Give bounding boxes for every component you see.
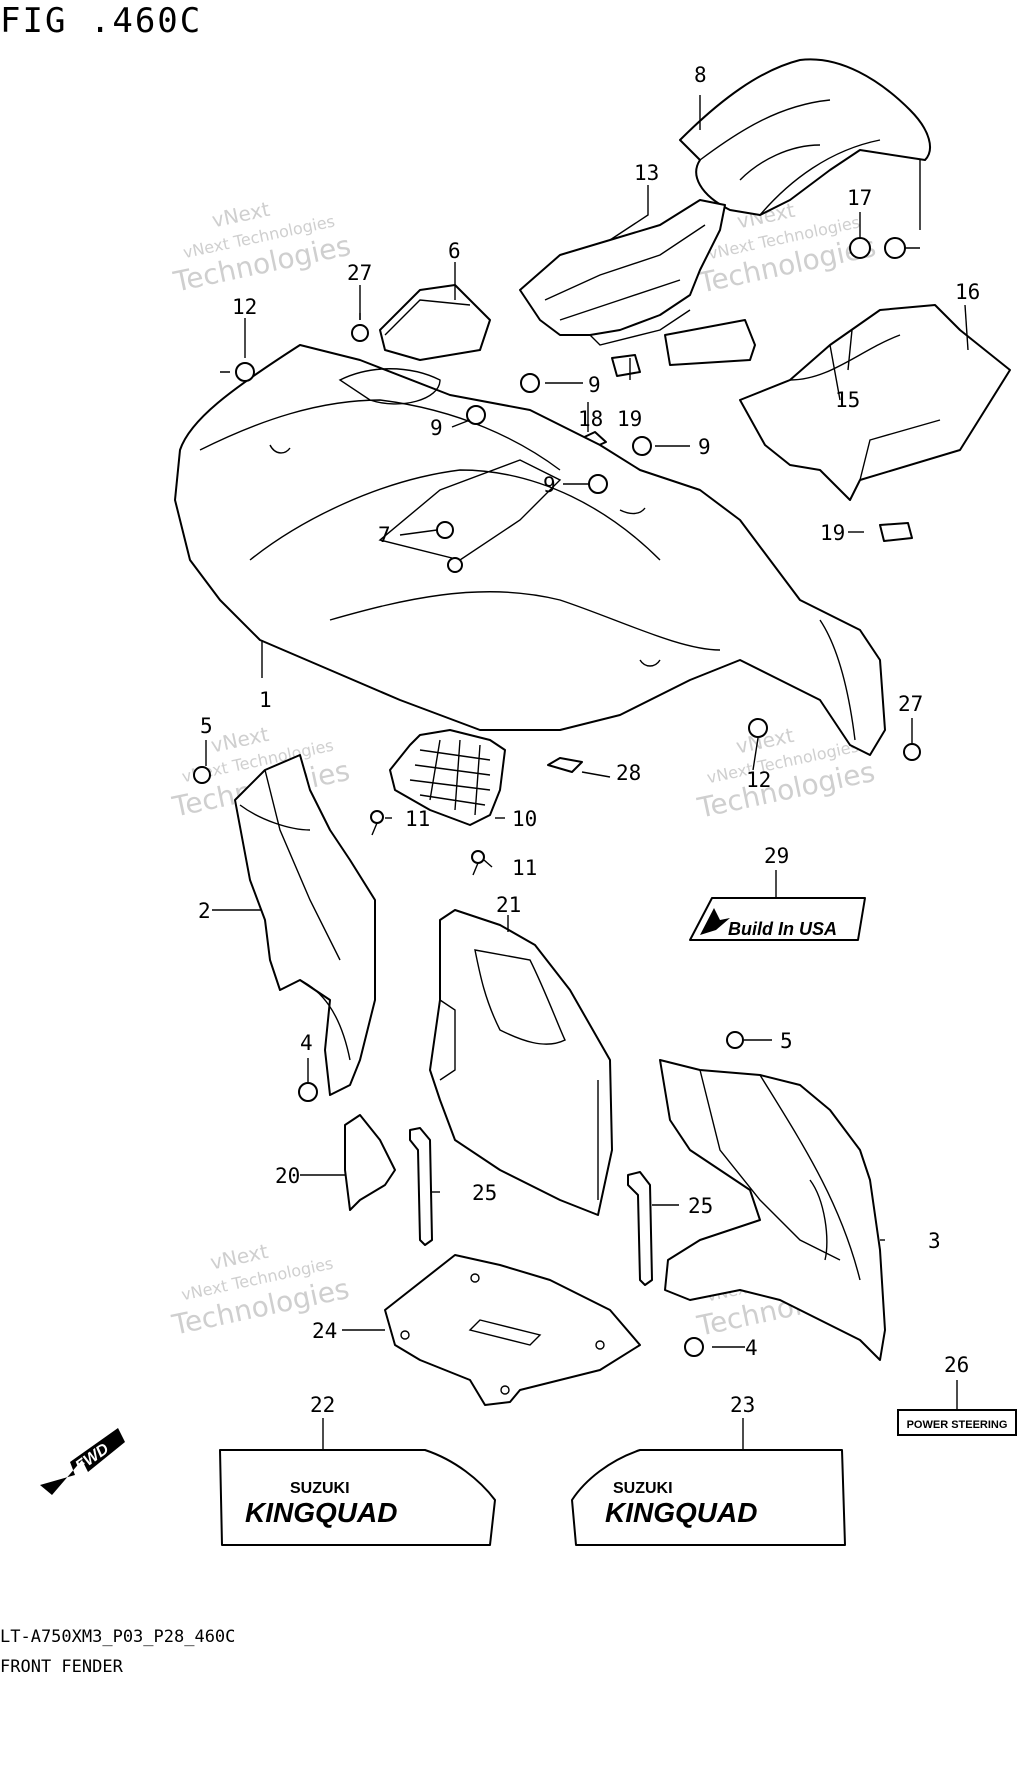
callout-27-right: 27 — [898, 692, 923, 716]
callout-12-right: 12 — [746, 768, 771, 792]
model-logo-text-b: KINGQUAD — [605, 1497, 757, 1528]
callout-5-left: 5 — [200, 714, 213, 738]
callout-11-b: 11 — [512, 856, 537, 880]
callout-9-a: 9 — [588, 373, 601, 397]
part-11-screw-b[interactable] — [471, 850, 485, 876]
callout-3: 3 — [928, 1229, 941, 1253]
part-11-screw-a[interactable] — [370, 810, 384, 836]
part-23-decal-kingquad[interactable]: SUZUKI KINGQUAD — [571, 1449, 846, 1546]
part-21-mud-flap[interactable] — [429, 909, 613, 1216]
part-1-front-fender[interactable] — [174, 344, 886, 756]
callout-28: 28 — [616, 761, 641, 785]
brand-text-b: SUZUKI — [613, 1480, 673, 1497]
fwd-arrow-icon: FWD — [40, 1428, 125, 1495]
callout-1: 1 — [259, 688, 272, 712]
part-5-clip-right[interactable] — [726, 1031, 744, 1049]
part-2-inner-fender[interactable] — [234, 754, 376, 1096]
part-9-bolt-d[interactable] — [588, 474, 608, 494]
part-25-tie-b[interactable] — [627, 1171, 653, 1286]
callout-20: 20 — [275, 1164, 300, 1188]
callout-5-right: 5 — [780, 1029, 793, 1053]
part-25-tie-a[interactable] — [409, 1127, 433, 1246]
callout-17: 17 — [847, 186, 872, 210]
part-20-bracket[interactable] — [344, 1114, 396, 1211]
callout-4-right: 4 — [745, 1336, 758, 1360]
part-4-bolt-right[interactable] — [684, 1337, 704, 1357]
part-24-plate[interactable] — [384, 1254, 641, 1406]
part-8-top-cover[interactable] — [679, 58, 931, 216]
callout-4-left: 4 — [300, 1031, 313, 1055]
callout-15: 15 — [835, 388, 860, 412]
part-12-bolt-top[interactable] — [235, 345, 255, 382]
callout-11-a: 11 — [405, 807, 430, 831]
figure-title: FIG .460C — [0, 1, 202, 41]
callout-21: 21 — [496, 893, 521, 917]
callout-22: 22 — [310, 1393, 335, 1417]
figure-caption: FRONT FENDER — [0, 1657, 124, 1677]
callout-13: 13 — [634, 161, 659, 185]
callout-16: 16 — [955, 280, 980, 304]
part-26-decal-power-steering[interactable]: POWER STEERING — [897, 1409, 1017, 1436]
part-9-bolt-a[interactable] — [520, 373, 540, 393]
part-4-bolt-left[interactable] — [298, 1082, 318, 1102]
callout-6: 6 — [448, 239, 461, 263]
callout-9-b: 9 — [430, 416, 443, 440]
callout-12-top: 12 — [232, 295, 257, 319]
brand-text: SUZUKI — [290, 1480, 350, 1497]
watermark-top-left: vNext vNext Technologies Technologies — [170, 197, 354, 299]
part-15-strip[interactable] — [664, 319, 756, 366]
callout-10: 10 — [512, 807, 537, 831]
callout-18: 18 — [578, 407, 603, 431]
callout-23: 23 — [730, 1393, 755, 1417]
part-19-pad-a[interactable] — [611, 354, 641, 377]
part-22-decal-kingquad[interactable]: SUZUKI KINGQUAD — [219, 1449, 496, 1546]
callout-2: 2 — [198, 899, 211, 923]
part-28-pad[interactable] — [547, 757, 583, 773]
leader-lines — [205, 95, 969, 1450]
part-27-clip-right[interactable] — [903, 743, 921, 761]
power-steering-text: POWER STEERING — [907, 1419, 1008, 1431]
part-12-bolt-right[interactable] — [748, 718, 768, 738]
part-17-clip-a[interactable] — [849, 237, 871, 259]
part-29-decal-usa[interactable]: Build In USA — [689, 897, 866, 941]
callout-24: 24 — [312, 1319, 337, 1343]
callout-19-b: 19 — [820, 521, 845, 545]
callout-19-a: 19 — [617, 407, 642, 431]
built-in-usa-text: Build In USA — [728, 919, 837, 939]
callout-29: 29 — [764, 844, 789, 868]
part-7-grommet[interactable] — [436, 521, 463, 573]
part-13-bracket[interactable] — [519, 199, 726, 346]
callout-9-d: 9 — [543, 473, 556, 497]
callout-27-top: 27 — [347, 261, 372, 285]
part-5-clip-left[interactable] — [193, 766, 211, 784]
callout-25-a: 25 — [472, 1181, 497, 1205]
callout-7: 7 — [378, 523, 391, 547]
part-16-side-panel[interactable] — [739, 304, 1011, 501]
callout-labels: 1 2 3 4 4 5 5 6 7 8 9 9 9 9 10 11 11 12 … — [198, 63, 980, 1417]
part-10-vent[interactable] — [389, 729, 506, 826]
model-logo-text: KINGQUAD — [245, 1497, 397, 1528]
callout-9-c: 9 — [698, 435, 711, 459]
callout-25-b: 25 — [688, 1194, 713, 1218]
part-9-bolt-c[interactable] — [632, 436, 652, 456]
part-9-bolt-b[interactable] — [466, 405, 486, 425]
model-code: LT-A750XM3_P03_P28_460C — [0, 1627, 235, 1647]
part-3-inner-fender[interactable] — [659, 1059, 886, 1361]
callout-26: 26 — [944, 1353, 969, 1377]
part-17-clip-b[interactable] — [884, 237, 906, 259]
part-6-cap[interactable] — [379, 284, 491, 361]
callout-8: 8 — [694, 63, 707, 87]
part-19-pad-b[interactable] — [879, 522, 913, 542]
